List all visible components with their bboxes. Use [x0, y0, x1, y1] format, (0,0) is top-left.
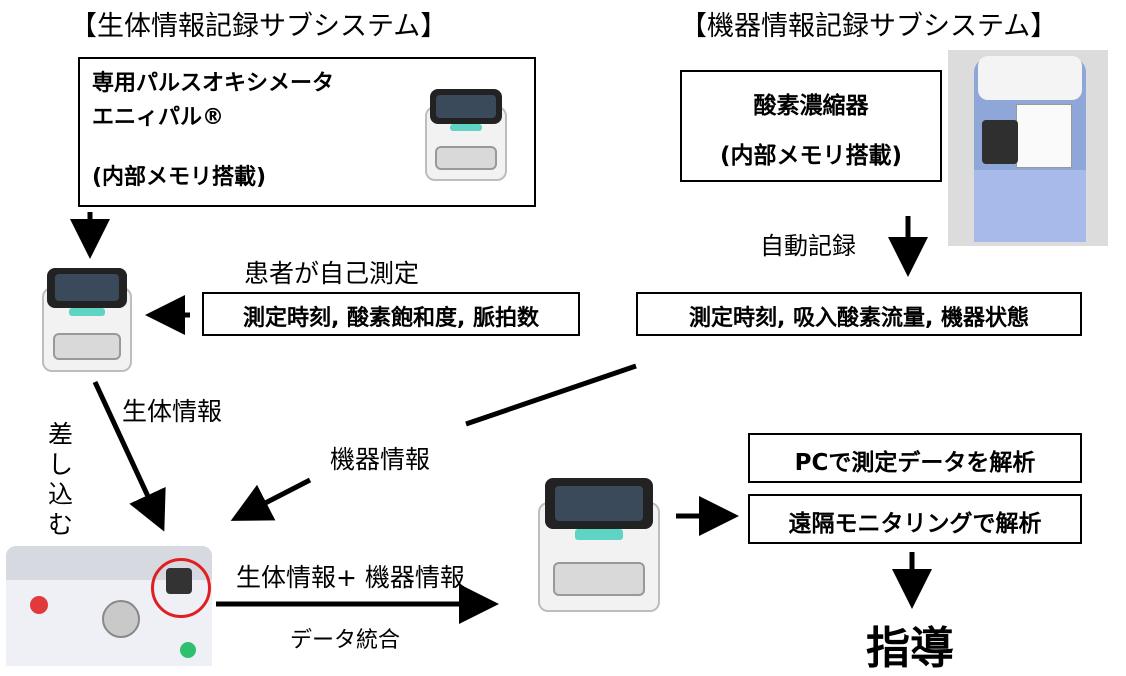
oximeter-small-image: [42, 268, 132, 372]
oximeter-box-line3: (内部メモリ搭載): [92, 165, 267, 190]
auto-record-label: 自動記録: [760, 232, 856, 260]
arrow-device-to-base: [465, 363, 637, 427]
oxygen-concentrator-image: [948, 50, 1108, 246]
combined-info-label: 生体情報+ 機器情報: [236, 563, 465, 592]
device-subsystem-title: 【機器情報記録サブシステム】: [680, 11, 1058, 42]
vitals-box-text: 測定時刻, 酸素飽和度, 脈拍数: [242, 306, 540, 331]
device-data-box-text: 測定時刻, 吸入酸素流量, 機器状態: [688, 306, 1030, 331]
pulse-oximeter-image: [425, 89, 507, 181]
bio-subsystem-title: 【生体情報記録サブシステム】: [70, 11, 448, 42]
oximeter-box-line1: 専用パルスオキシメータ: [92, 71, 335, 96]
concentrator-box: 酸素濃縮器 (内部メモリ搭載): [680, 70, 942, 182]
remote-monitoring-box: 遠隔モニタリングで解析: [748, 494, 1082, 544]
insert-label: 差し込む: [48, 420, 74, 539]
device-info-label: 機器情報: [330, 445, 431, 474]
bio-info-label: 生体情報: [122, 397, 223, 426]
pc-analysis-box: PCで測定データを解析: [748, 433, 1082, 483]
pc-analysis-text: PCで測定データを解析: [794, 450, 1036, 476]
vitals-box: 測定時刻, 酸素飽和度, 脈拍数: [202, 292, 580, 336]
self-measure-label: 患者が自己測定: [244, 259, 420, 288]
insertion-port-highlight: [151, 558, 211, 618]
oximeter-box: 専用パルスオキシメータ エニィパル® (内部メモリ搭載): [78, 57, 536, 207]
oximeter-transfer-image: [538, 478, 660, 612]
concentrator-box-line1: 酸素濃縮器: [753, 93, 869, 119]
concentrator-box-line2: (内部メモリ搭載): [719, 143, 903, 169]
oximeter-box-line2: エニィパル®: [92, 105, 225, 130]
device-data-box: 測定時刻, 吸入酸素流量, 機器状態: [636, 292, 1082, 336]
remote-monitoring-text: 遠隔モニタリングで解析: [788, 511, 1042, 537]
data-integration-label: データ統合: [290, 628, 401, 653]
arrow-oximeter-to-base: [92, 380, 166, 532]
